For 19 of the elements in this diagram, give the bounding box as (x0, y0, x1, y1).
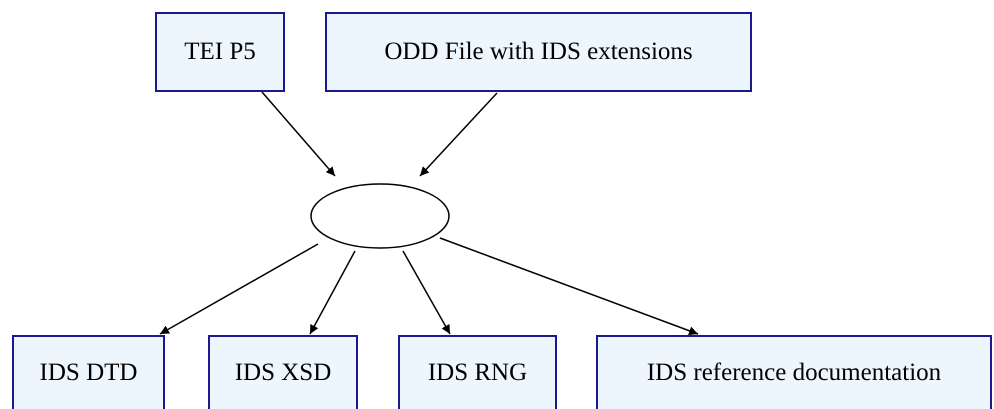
process-box (12, 335, 165, 409)
process-box (155, 12, 285, 92)
process-box (596, 335, 992, 409)
box-label: IDS reference documentation (646, 359, 942, 387)
process-box (208, 335, 358, 409)
box-label: IDS DTD (40, 359, 138, 387)
empty-ellipse (310, 183, 450, 249)
arrow (309, 250, 356, 334)
box-label: IDS RNG (428, 359, 528, 387)
arrow (419, 92, 498, 177)
box-label: IDS XSD (234, 359, 332, 387)
arrow (440, 237, 698, 336)
box-label: ODD File with IDS extensions (384, 38, 693, 66)
arrow (160, 243, 318, 335)
process-box (325, 12, 752, 92)
arrow (402, 250, 451, 334)
arrow (261, 92, 336, 176)
process-box (398, 335, 557, 409)
box-label: TEI P5 (184, 38, 256, 66)
